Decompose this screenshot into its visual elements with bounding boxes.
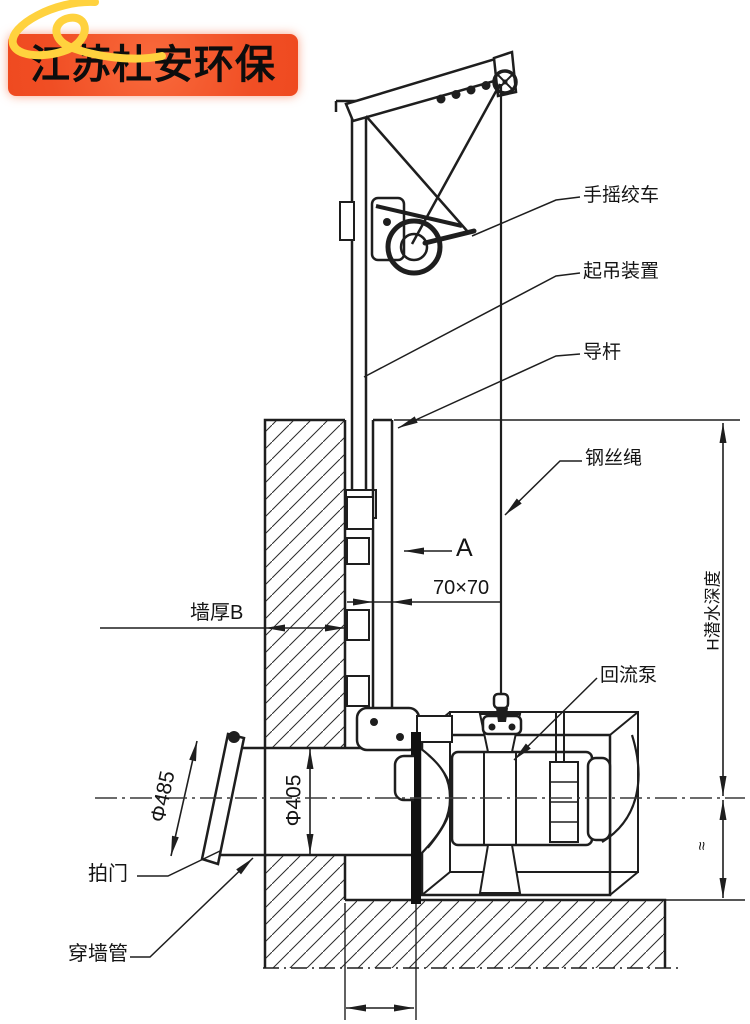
section-mark-a: A <box>456 534 473 562</box>
wire-rope-line <box>410 83 503 700</box>
label-guide-rod: 导杆 <box>583 342 622 363</box>
guide-rail <box>346 418 394 733</box>
dim-pipe-diameter: Φ405 <box>282 774 306 827</box>
company-banner: 江苏杜安环保 <box>8 34 298 96</box>
label-flap-valve: 拍门 <box>88 863 128 885</box>
dim-rail-section: 70×70 <box>433 577 490 599</box>
label-wire-rope: 钢丝绳 <box>585 448 643 469</box>
guide-bracket <box>355 706 453 904</box>
dimension-arrows <box>171 416 727 1012</box>
label-return-pump: 回流泵 <box>600 665 658 686</box>
concrete-wall <box>263 418 678 969</box>
hand-winch <box>339 196 477 276</box>
label-wall-pipe: 穿墙管 <box>68 943 128 965</box>
label-hand-winch: 手摇绞车 <box>583 185 660 206</box>
lifting-davit <box>334 50 518 519</box>
label-lifting-device: 起吊装置 <box>583 261 660 282</box>
label-wall-thickness: 墙厚B <box>190 602 244 624</box>
pulley-icon <box>492 69 518 95</box>
dim-approx-mark: ≈ <box>694 841 711 851</box>
dim-water-depth: H潜水深度 <box>703 570 723 651</box>
logo-swirl-icon <box>8 0 166 63</box>
flap-valve <box>200 731 246 866</box>
